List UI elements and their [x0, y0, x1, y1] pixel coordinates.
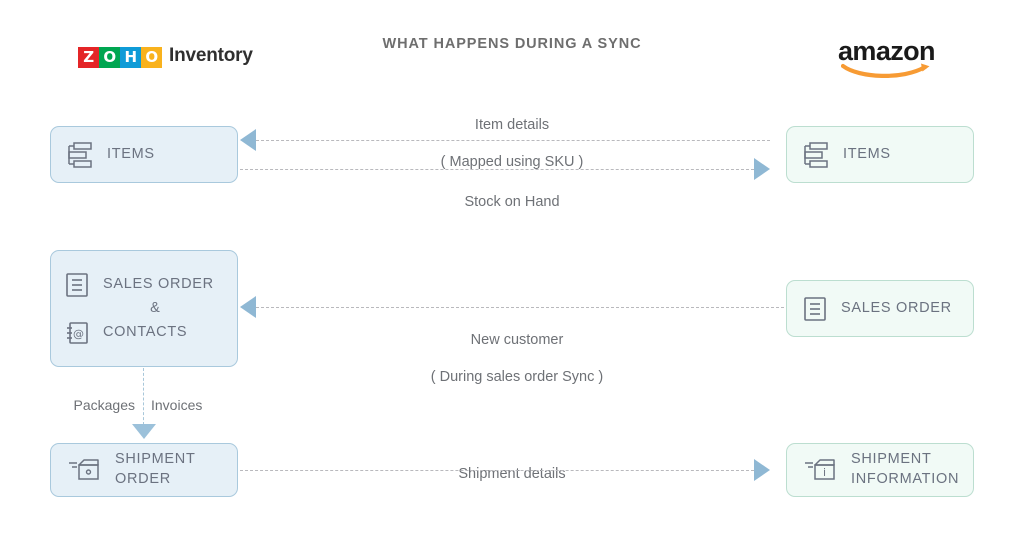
node-label: ITEMS [107, 145, 155, 162]
contacts-address-book-icon: @ [65, 320, 89, 346]
contacts-row: @ CONTACTS [65, 316, 223, 350]
arrowhead-item-details-left [240, 129, 256, 151]
node-items-amazon[interactable]: ITEMS [786, 126, 974, 183]
edge-label-line2: ( Mapped using SKU ) [440, 153, 584, 170]
node-sales-order-amazon[interactable]: SALES ORDER [786, 280, 974, 337]
arrowhead-stock-on-hand-right [754, 158, 770, 180]
sales-order-document-icon [803, 296, 827, 322]
edge-label-line1: Item details [474, 116, 550, 133]
node-sales-order-contacts-zoho[interactable]: SALES ORDER & @ CONTACTS [50, 250, 238, 367]
items-list-icon [803, 141, 829, 169]
items-list-icon [67, 141, 93, 169]
edge-line-stock-on-hand [240, 169, 754, 170]
edge-line-new-customer [256, 307, 784, 308]
node-label: SHIPMENT ORDER [115, 451, 196, 487]
node-label: SALES ORDER [103, 275, 214, 292]
edge-label-new-customer: New customer ( During sales order Sync ) [352, 312, 682, 405]
zoho-logo-blocks: Z O H O [78, 45, 162, 68]
zoho-logo-letter-o1: O [99, 46, 120, 68]
edge-label-shipment-details: Shipment details [352, 446, 672, 502]
sales-order-ampersand: & [150, 299, 160, 316]
page-title: WHAT HAPPENS DURING A SYNC [382, 36, 642, 52]
arrowhead-shipment-details-right [754, 459, 770, 481]
node-shipment-order-zoho[interactable]: SHIPMENT ORDER [50, 443, 238, 497]
zoho-logo-letter-z: Z [78, 46, 99, 68]
sales-order-row: SALES ORDER [65, 268, 223, 302]
edge-label-stock-on-hand: Stock on Hand [352, 174, 672, 230]
node-label: SHIPMENT INFORMATION [851, 451, 960, 487]
zoho-logo-letter-h: H [120, 46, 141, 68]
node-items-zoho[interactable]: ITEMS [50, 126, 238, 183]
edge-label-item-details: Item details ( Mapped using SKU ) [352, 97, 672, 190]
node-label: CONTACTS [103, 323, 188, 340]
edge-line-shipment-details [240, 470, 754, 471]
arrowhead-new-customer-left [240, 296, 256, 318]
edge-label-line2: ( During sales order Sync ) [430, 368, 604, 385]
edge-label-line1: Stock on Hand [464, 193, 560, 210]
zoho-inventory-logo: Z O H O Inventory [78, 43, 253, 69]
edge-label-line1: New customer [470, 331, 564, 348]
shipment-box-icon [67, 456, 101, 484]
amazon-wordmark: amazon [838, 36, 936, 66]
amazon-smile-arrow-icon [841, 63, 930, 78]
node-shipment-information-amazon[interactable]: i SHIPMENT INFORMATION [786, 443, 974, 497]
zoho-product-name: Inventory [169, 45, 253, 66]
svg-text:i: i [823, 466, 826, 479]
shipment-info-box-icon: i [803, 456, 837, 484]
arrowhead-packages-invoices-down [132, 424, 156, 439]
svg-text:@: @ [73, 327, 84, 340]
edge-label-invoices: Invoices [151, 397, 203, 413]
node-label: SALES ORDER [841, 299, 952, 316]
node-label: ITEMS [843, 145, 891, 162]
edge-label-line1: Shipment details [458, 465, 566, 482]
edge-line-item-details [256, 140, 770, 141]
edge-line-packages-invoices [143, 368, 144, 425]
sales-order-document-icon [65, 272, 89, 298]
amazon-logo: amazon [838, 38, 938, 78]
edge-label-packages: Packages [73, 397, 135, 413]
zoho-logo-letter-o2: O [141, 46, 162, 68]
